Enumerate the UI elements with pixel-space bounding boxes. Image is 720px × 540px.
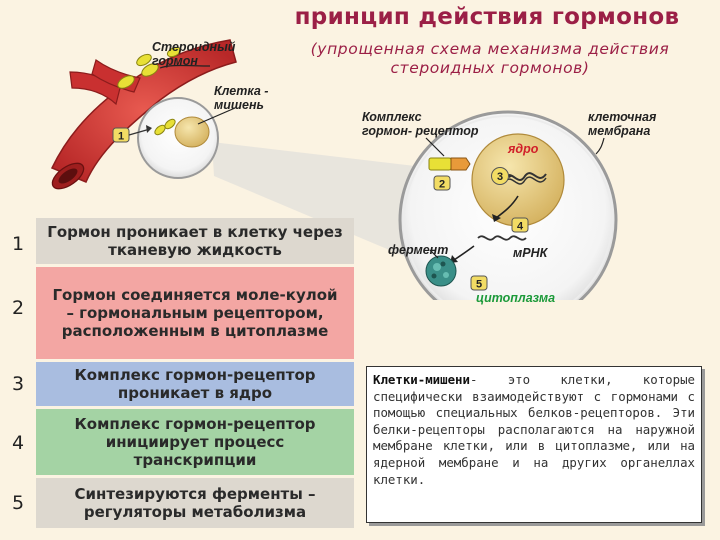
step-5-number: 5: [12, 492, 25, 514]
label-target-cell-line-2: мишень: [214, 98, 264, 112]
label-steroid-hormone-line-2: гормон: [152, 54, 198, 68]
step-1-number: 1: [12, 233, 25, 255]
target-cell-large: [398, 110, 618, 300]
step-marker-3: [491, 167, 509, 185]
label-mrna: мРНК: [513, 246, 548, 260]
subtitle-line-1: (упрощенная схема механизма действия: [310, 40, 670, 58]
label-target-cell: Клетка - мишень: [214, 84, 268, 112]
step-2-number: 2: [12, 297, 25, 319]
step-1-text: Гормон проникает в клетку через тканевую…: [36, 218, 354, 264]
step-2-text: Гормон соединяется моле-кулой – гормонал…: [36, 267, 354, 359]
step-marker-5: [470, 275, 488, 291]
step-3-text: Комплекс гормон-рецептор проникает в ядр…: [36, 362, 354, 406]
label-membrane-line-2: мембрана: [588, 124, 651, 138]
label-steroid-hormone: Стероидный гормон: [152, 40, 235, 68]
label-target-cell-line-1: Клетка -: [214, 84, 269, 98]
blood-vessel: [50, 39, 237, 190]
label-complex-line-1: Комплекс: [362, 110, 422, 124]
enzyme-molecule: [425, 255, 457, 287]
zoom-beam: [212, 142, 432, 262]
step-marker-3-text: 3: [497, 171, 503, 183]
step-marker-4-text: 4: [517, 221, 524, 233]
label-cytoplasm: цитоплазма: [476, 291, 556, 305]
page-subtitle: (упрощенная схема механизма действия сте…: [270, 40, 710, 78]
label-cell-membrane: клеточная мембрана: [588, 110, 656, 138]
subtitle-line-2: стероидных гормонов): [390, 59, 590, 77]
label-steroid-hormone-line-1: Стероидный: [152, 40, 236, 54]
mechanism-diagram: 1 2 3 4 5: [50, 39, 618, 300]
step-marker-5-text: 5: [476, 279, 482, 291]
label-nucleus: ядро: [508, 142, 539, 156]
note-term: Клетки-мишени: [373, 372, 470, 387]
label-complex-line-2: гормон- рецептор: [362, 124, 479, 138]
label-membrane-line-1: клеточная: [588, 110, 657, 124]
step-3-number: 3: [12, 373, 25, 395]
step-marker-2-text: 2: [439, 179, 445, 191]
step-4-number: 4: [12, 432, 25, 454]
step-marker-4: [511, 217, 529, 233]
step-marker-1-text: 1: [118, 131, 124, 143]
label-enzyme: фермент: [388, 243, 449, 257]
target-cell-small: [137, 97, 219, 179]
step-marker-2: [433, 175, 451, 191]
label-hormone-receptor-complex: Комплекс гормон- рецептор: [362, 110, 479, 138]
note-text: - это клетки, которые специфически взаим…: [373, 372, 695, 487]
step-4-text: Комплекс гормон-рецептор инициирует проц…: [36, 409, 354, 475]
page-title: принцип действия гормонов: [294, 4, 680, 30]
definition-note: Клетки-мишени- это клетки, которые специ…: [366, 366, 702, 523]
step-5-text: Синтезируются ферменты – регуляторы мета…: [36, 478, 354, 528]
